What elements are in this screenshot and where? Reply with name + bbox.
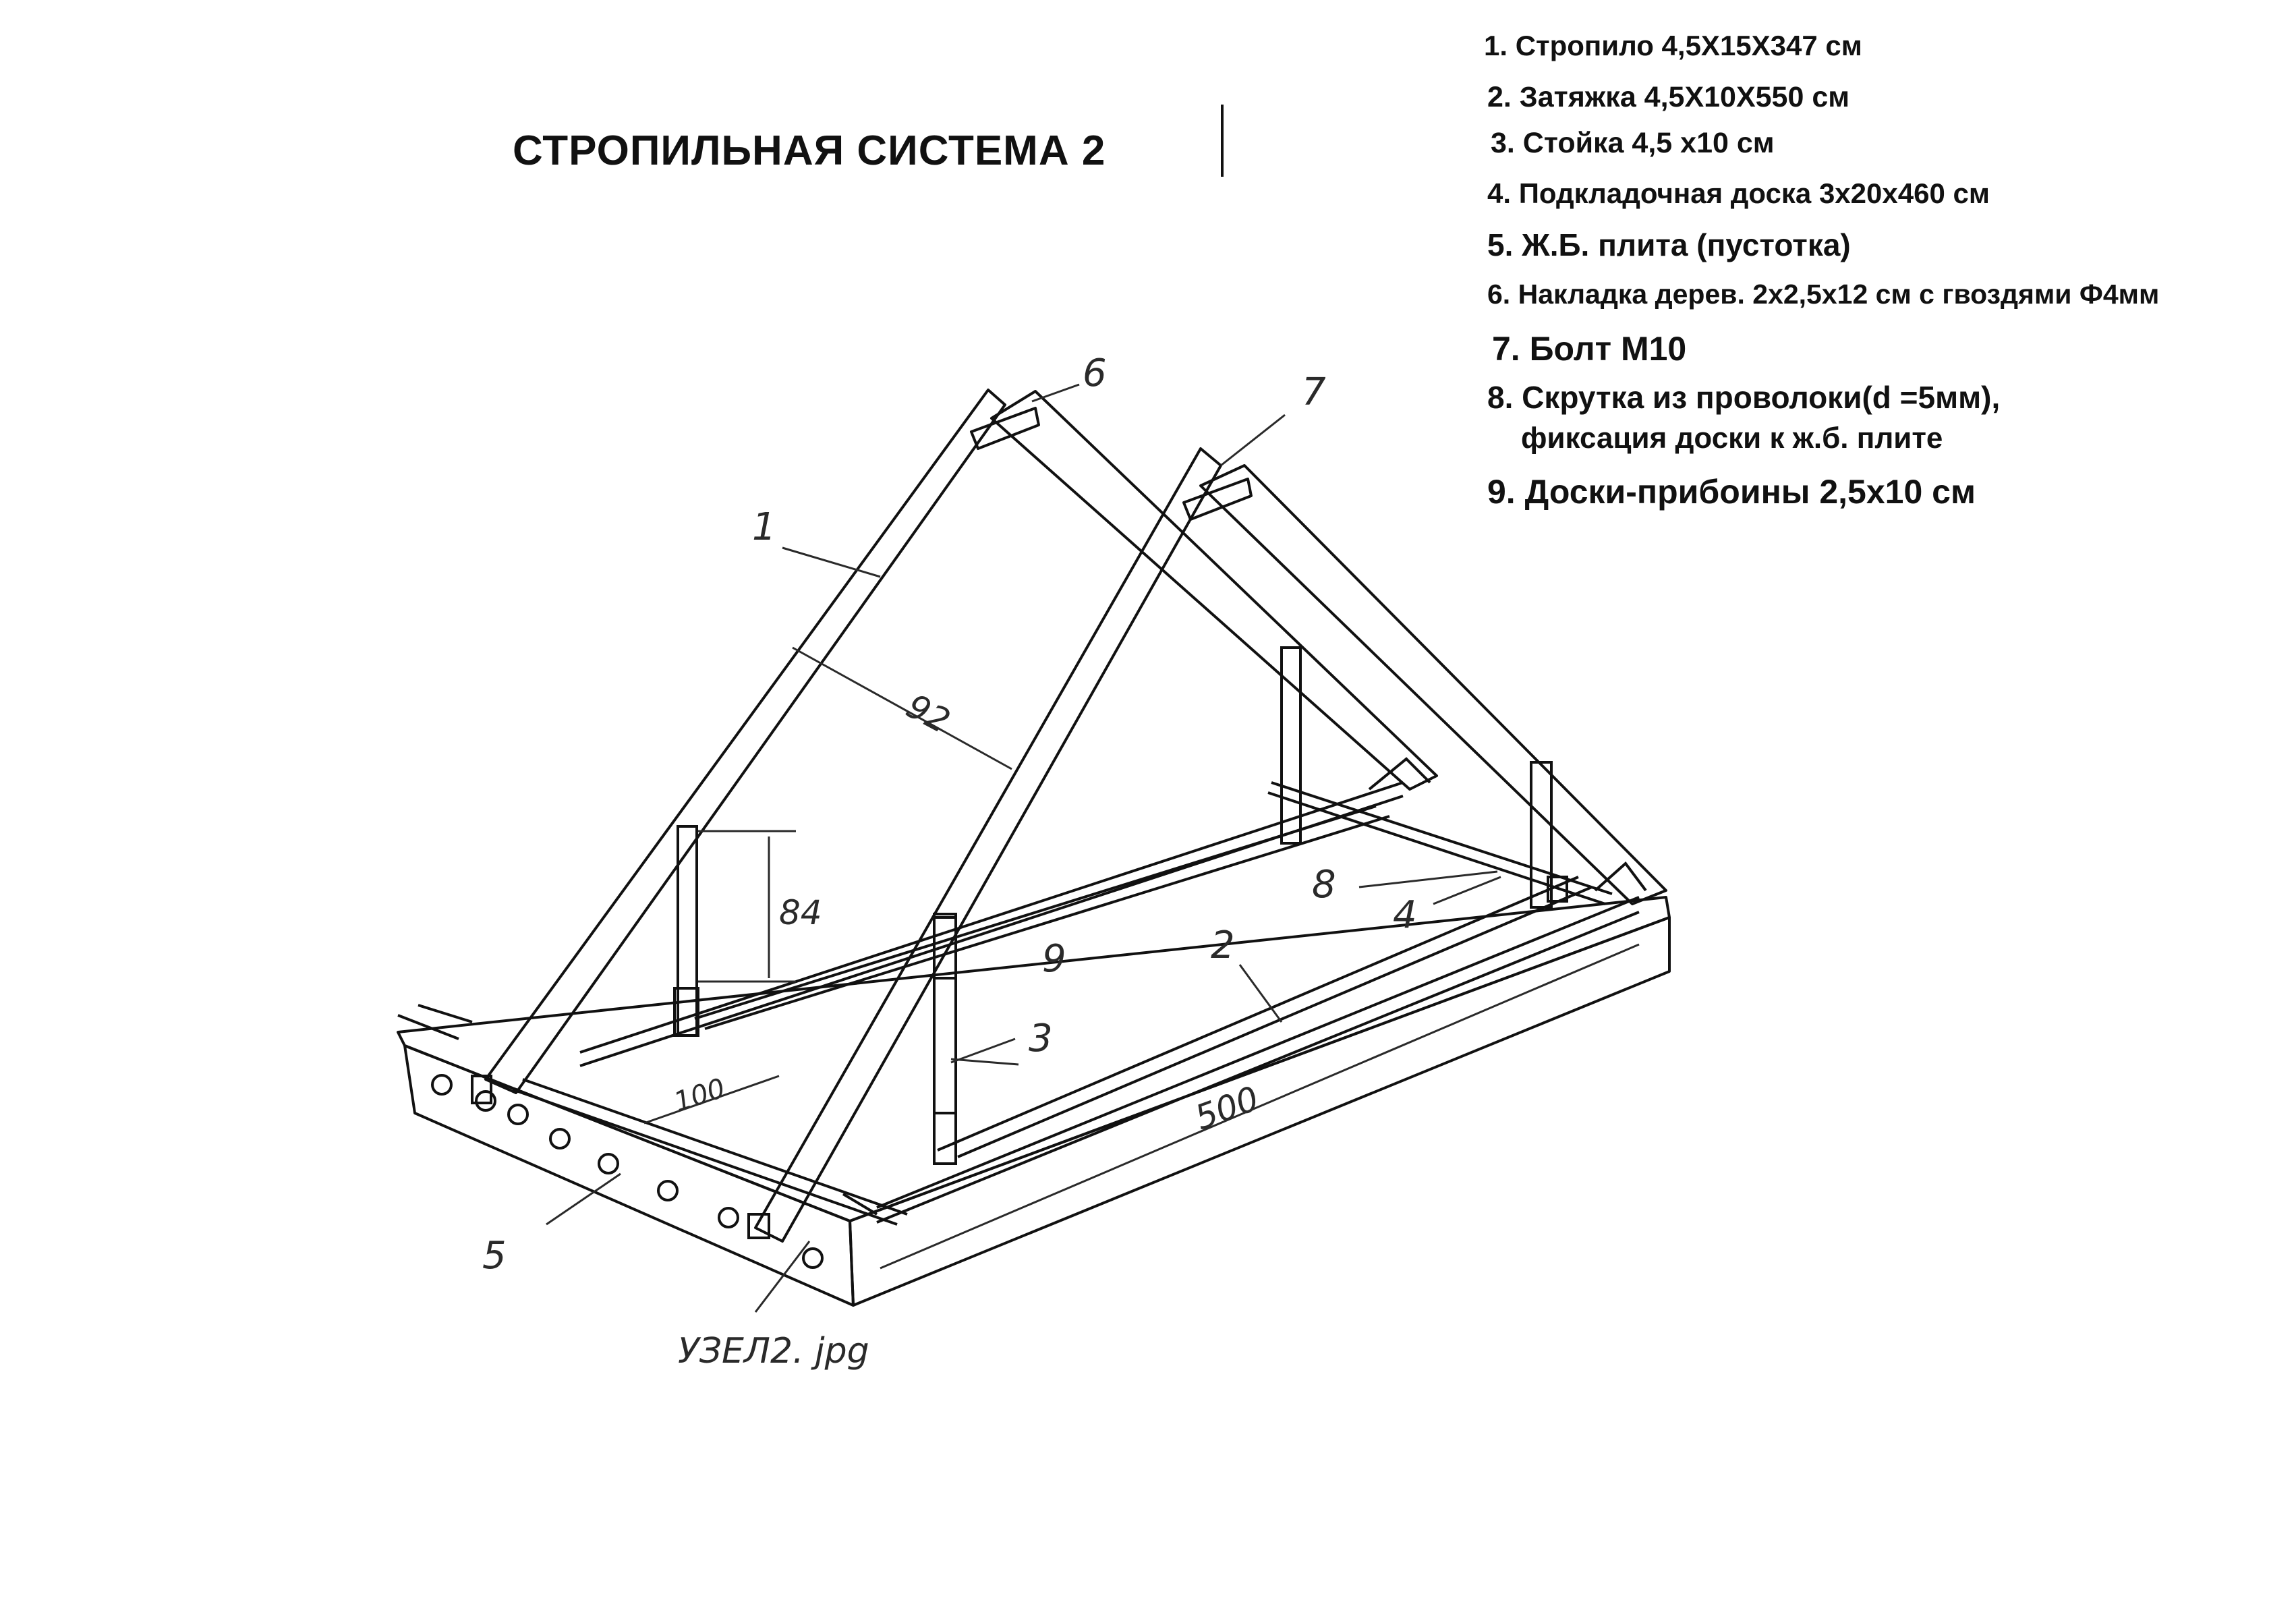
callout-1: 1	[752, 505, 776, 549]
dimension-84: 84	[779, 893, 822, 932]
callout-labels: 1 2 3 4 5 6 7 8 9	[482, 351, 1417, 1278]
support-struts	[842, 757, 1647, 1216]
dimension-500: 500	[1190, 1079, 1264, 1137]
callout-5: 5	[482, 1234, 507, 1278]
tie-beams	[579, 781, 1640, 1224]
caption: УЗЕЛ2. jpg	[678, 1331, 869, 1371]
callout-3: 3	[1029, 1017, 1053, 1060]
vertical-posts	[471, 646, 1568, 1239]
rafters-near-truss	[484, 389, 1438, 1094]
dimension-lines	[546, 383, 1640, 1313]
callout-9: 9	[1042, 937, 1066, 981]
concrete-slab	[397, 896, 1671, 1307]
callout-2: 2	[1211, 924, 1235, 967]
callout-8: 8	[1312, 863, 1336, 907]
page-title: СТРОПИЛЬНАЯ СИСТЕМА 2	[513, 127, 1106, 174]
slab-hollow-cores	[431, 1074, 824, 1269]
callout-7: 7	[1302, 370, 1326, 414]
callout-6: 6	[1083, 351, 1107, 395]
dimension-100: 100	[670, 1073, 729, 1118]
callout-4: 4	[1393, 893, 1417, 937]
